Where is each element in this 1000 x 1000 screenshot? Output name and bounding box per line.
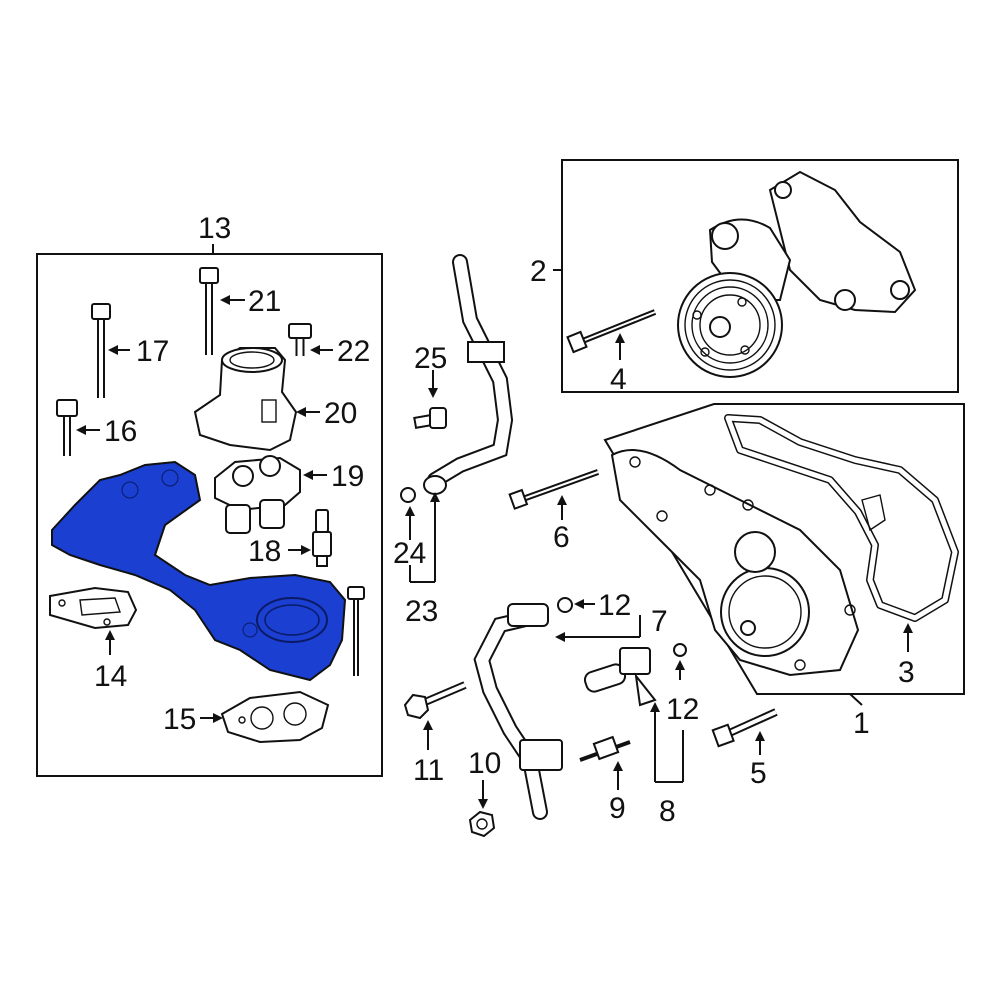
callout-14: 14 xyxy=(94,660,127,693)
sensor-9[interactable] xyxy=(579,735,631,762)
bolt-6[interactable] xyxy=(508,469,600,510)
callout-8: 8 xyxy=(659,795,676,828)
thermostat-housing-13[interactable] xyxy=(51,460,347,682)
bolt-11[interactable] xyxy=(403,681,467,720)
callout-4: 4 xyxy=(610,363,627,396)
callout-18: 18 xyxy=(248,535,281,568)
callout-5: 5 xyxy=(750,757,767,790)
bolt-17[interactable] xyxy=(91,303,111,398)
bolt-25[interactable] xyxy=(413,407,447,429)
callout-1: 1 xyxy=(853,707,870,740)
group-box-13 xyxy=(36,253,383,777)
callout-10: 10 xyxy=(468,747,501,780)
bolt-5[interactable] xyxy=(711,708,778,748)
callout-25: 25 xyxy=(414,342,447,375)
stud-bolt-13[interactable] xyxy=(347,586,365,676)
callout-2: 2 xyxy=(530,255,547,288)
callout-7: 7 xyxy=(651,605,668,638)
bolt-22[interactable] xyxy=(288,323,312,356)
o-ring-24[interactable] xyxy=(400,487,416,503)
callout-19: 19 xyxy=(331,460,364,493)
pump-bolt-4[interactable] xyxy=(566,309,657,354)
o-ring-12-upper[interactable] xyxy=(557,597,573,613)
callout-12-upper: 12 xyxy=(598,589,631,622)
fitting-8[interactable] xyxy=(583,647,657,707)
pump-belt-3[interactable] xyxy=(724,414,959,622)
thermostat-19[interactable] xyxy=(214,455,301,534)
gasket-15[interactable] xyxy=(220,690,330,744)
callout-21: 21 xyxy=(248,285,281,318)
group-box-2 xyxy=(561,159,959,393)
sensor-18[interactable] xyxy=(312,509,332,567)
callout-16: 16 xyxy=(104,415,137,448)
callout-11: 11 xyxy=(413,754,444,787)
callout-12-lower: 12 xyxy=(666,693,699,726)
gasket-14[interactable] xyxy=(49,586,138,630)
callout-9: 9 xyxy=(609,792,626,825)
nut-10[interactable] xyxy=(468,810,496,838)
callout-24: 24 xyxy=(393,537,426,570)
callout-23: 23 xyxy=(405,595,438,628)
callout-22: 22 xyxy=(337,335,370,368)
coolant-pipe-7[interactable] xyxy=(473,603,563,820)
o-ring-12-lower[interactable] xyxy=(673,643,687,657)
water-pump-assembly[interactable] xyxy=(677,170,917,378)
callout-20: 20 xyxy=(324,397,357,430)
group-box-1 xyxy=(603,403,965,695)
coolant-tube-23[interactable] xyxy=(423,254,514,495)
bolt-21[interactable] xyxy=(199,267,219,355)
callout-13: 13 xyxy=(198,212,231,245)
callout-15: 15 xyxy=(163,703,196,736)
callout-6: 6 xyxy=(553,521,570,554)
callout-3: 3 xyxy=(898,656,915,689)
housing-20[interactable] xyxy=(193,347,298,452)
bolt-16[interactable] xyxy=(56,399,78,456)
callout-17: 17 xyxy=(136,335,169,368)
pump-housing-gasket[interactable] xyxy=(610,449,860,677)
leader-lines xyxy=(76,244,913,809)
